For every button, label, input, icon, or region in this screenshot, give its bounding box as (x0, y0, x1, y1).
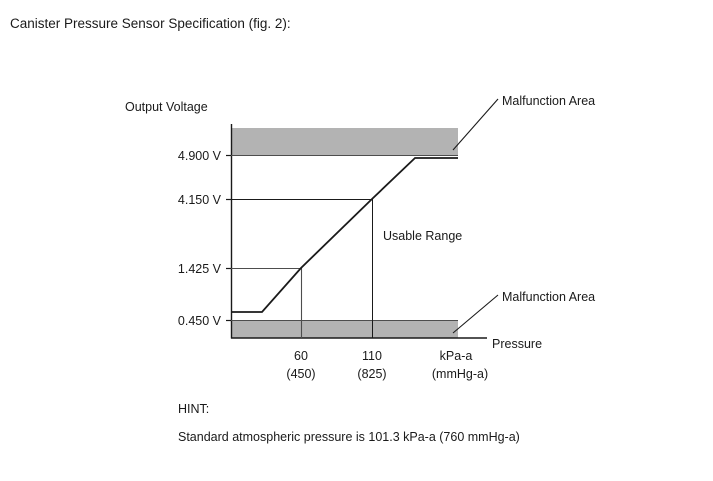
x-axis-title: Pressure (492, 337, 542, 351)
malfunction-band-top (231, 128, 458, 155)
leader-line-malfunction-bottom (452, 294, 499, 334)
xtick-label-110: 110 (362, 349, 382, 363)
x-unit-mmhg: (mmHg-a) (432, 367, 488, 381)
x-unit-kpa: kPa-a (440, 349, 473, 363)
y-axis-title: Output Voltage (125, 100, 208, 114)
xtick-label-110-mmhg: (825) (357, 367, 386, 381)
ytick-label-1425: 1.425 V (178, 262, 222, 276)
annotation-malfunction-bottom: Malfunction Area (502, 290, 595, 304)
sensor-output-curve (231, 157, 458, 313)
ytick-label-4150: 4.150 V (178, 193, 222, 207)
hint-block: HINT: Standard atmospheric pressure is 1… (178, 402, 520, 444)
xtick-label-60: 60 (294, 349, 308, 363)
annotation-malfunction-top: Malfunction Area (502, 94, 595, 108)
leader-line-malfunction-top (452, 98, 499, 151)
ytick-label-0450: 0.450 V (178, 314, 222, 328)
ytick-label-4900: 4.900 V (178, 149, 222, 163)
annotation-usable-range: Usable Range (383, 229, 462, 243)
xtick-label-60-mmhg: (450) (286, 367, 315, 381)
page-title: Canister Pressure Sensor Specification (… (10, 16, 291, 31)
hint-text: Standard atmospheric pressure is 101.3 k… (178, 430, 520, 444)
malfunction-band-bottom (231, 320, 458, 338)
hint-label: HINT: (178, 402, 210, 416)
